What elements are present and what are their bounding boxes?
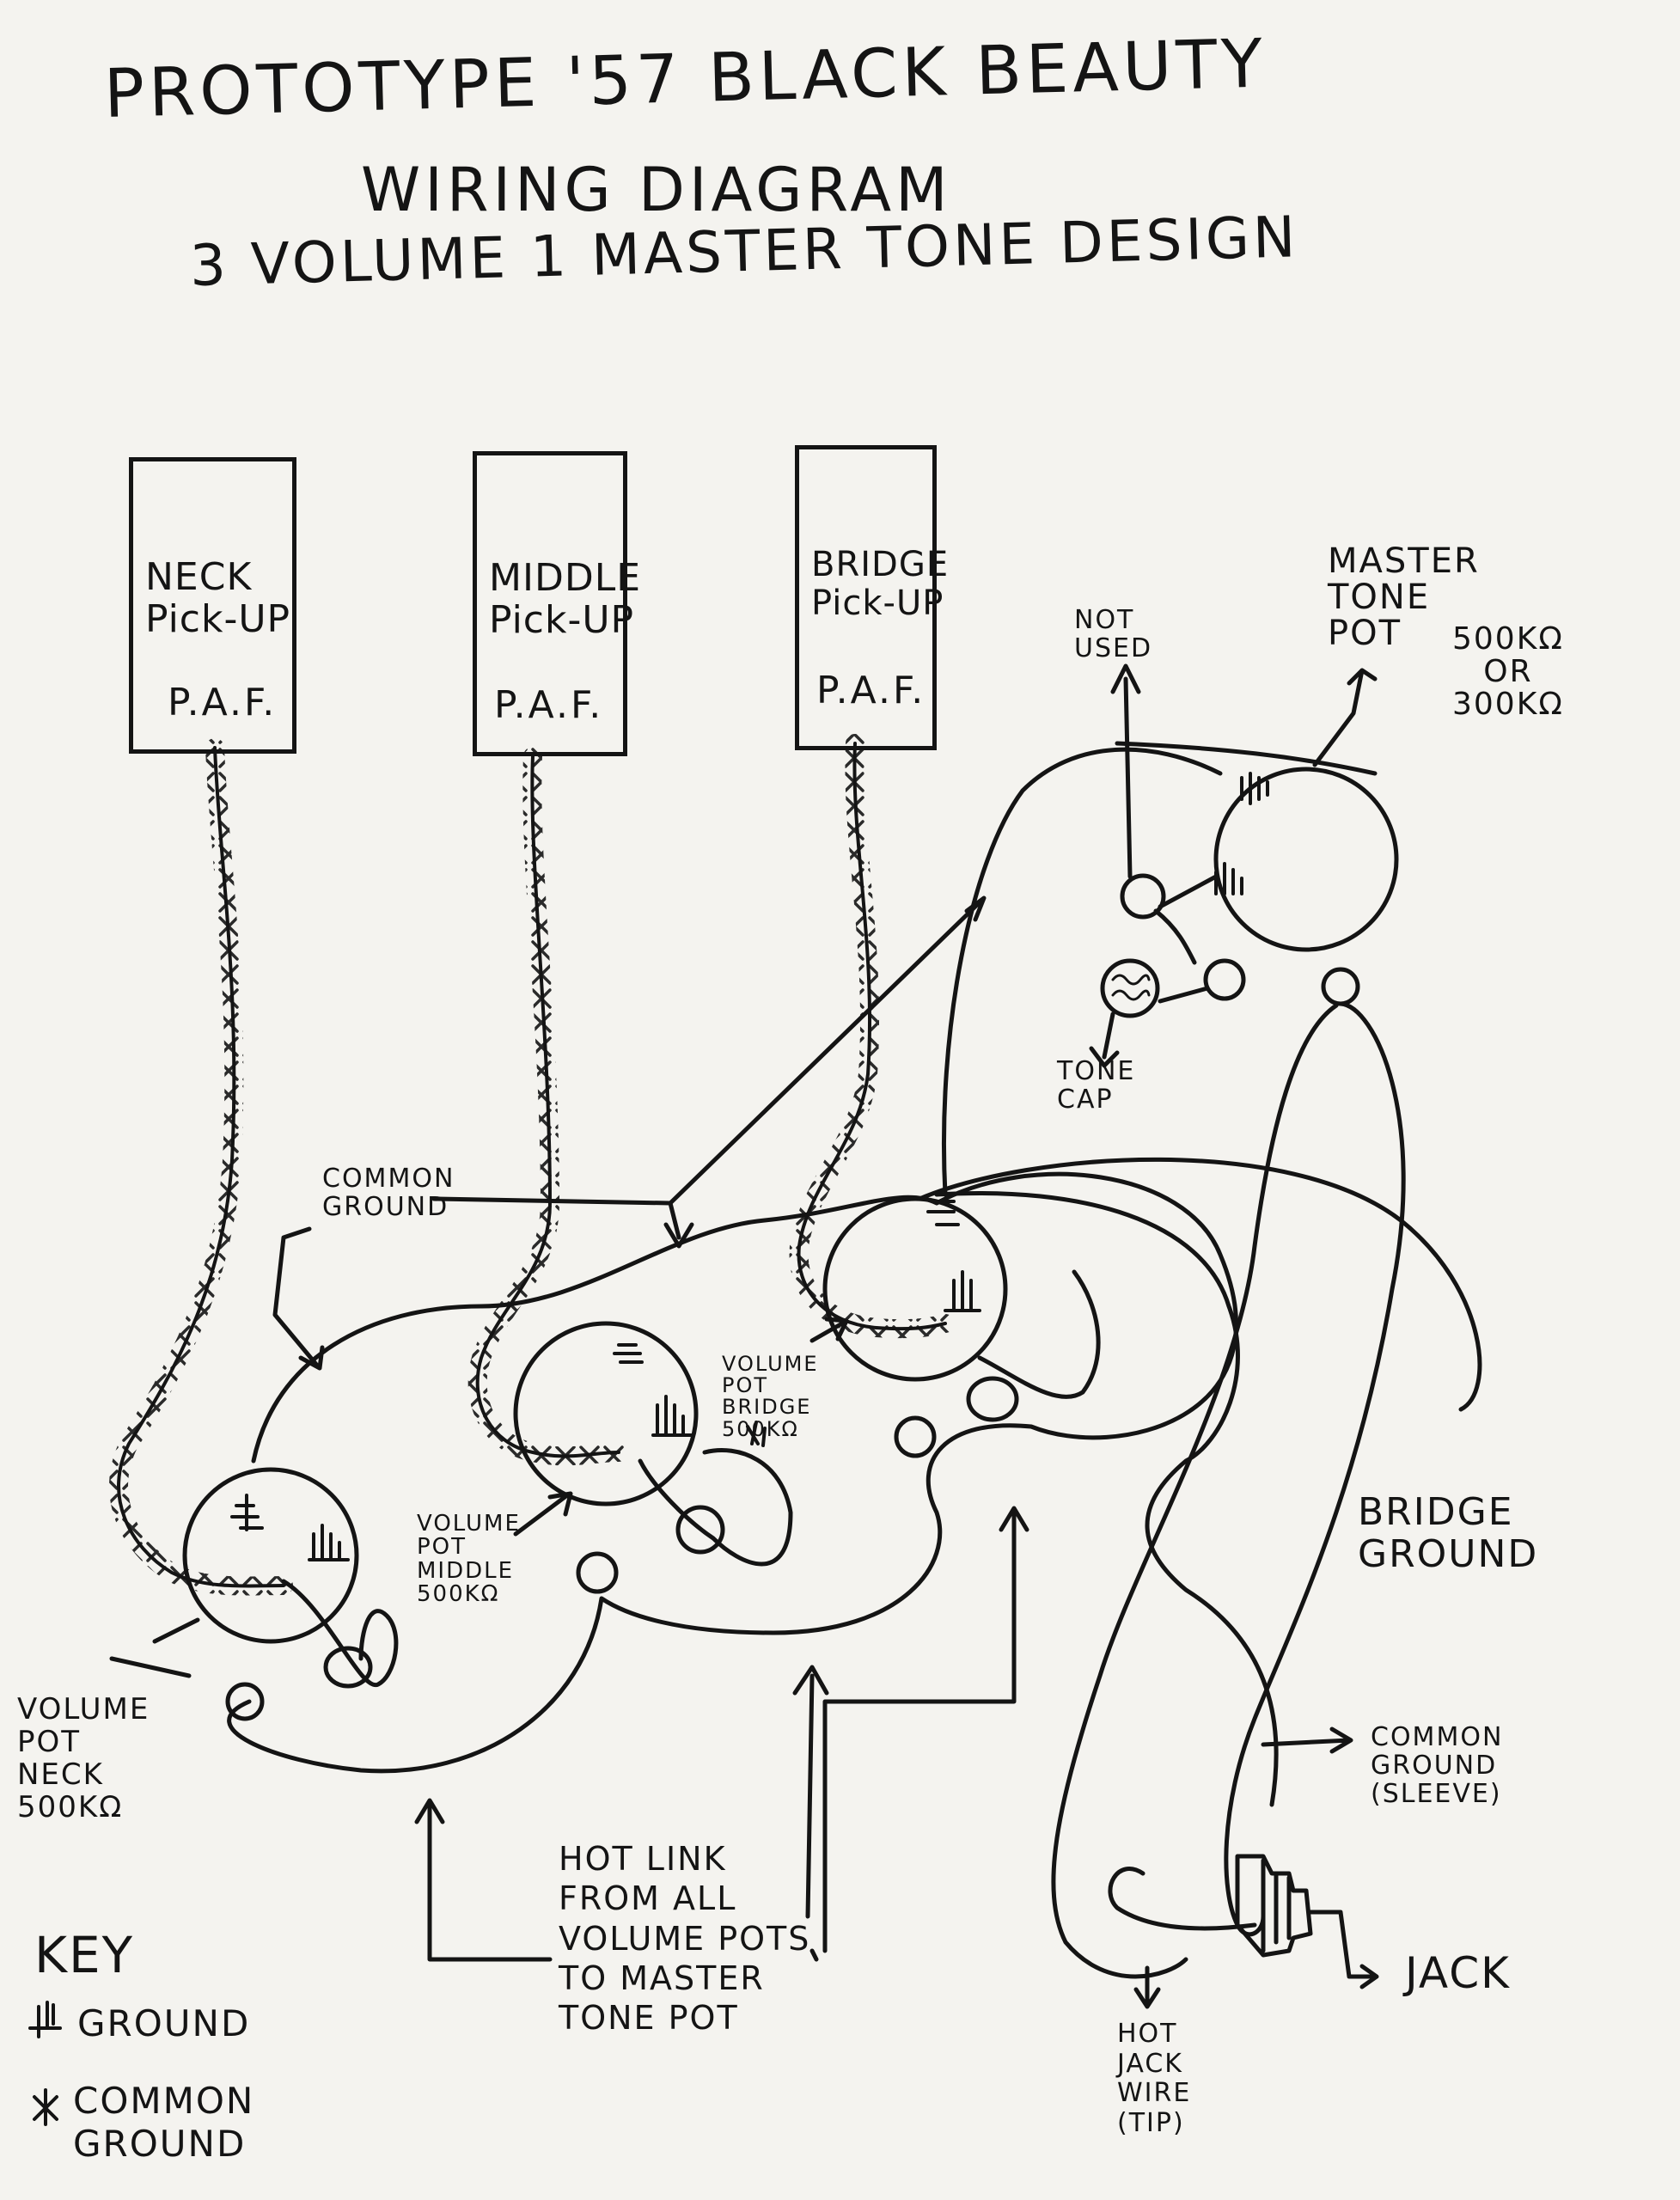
volume-pot-middle-label: VOLUME POT MIDDLE 500KΩ [417,1511,521,1607]
common-ground-loop [227,1171,1238,1774]
master-tone-pot-values: 500KΩ OR 300KΩ [1452,621,1564,722]
master-tone-pot-label: MASTER TONE POT [1328,541,1480,653]
tone-pot-lug-right [1203,958,1246,1001]
bridge-pickup-type: P.A.F. [816,669,926,712]
middle-pickup-braided-lead [467,747,628,1466]
middle-pot-lug [576,1551,619,1594]
bridge-pickup-braided-lead [789,734,955,1339]
neck-pot-output-lug [323,1646,373,1689]
middle-volume-pot [513,1321,699,1506]
neck-pickup-label: NECK Pick-UP [145,555,291,642]
jack-label: JACK [1405,1948,1511,1998]
bridge-volume-pot [822,1196,1008,1382]
volume-pot-neck-label: VOLUME POT NECK 500KΩ [17,1692,150,1825]
volume-pot-bridge-label: VOLUME POT BRIDGE 500KΩ [722,1352,819,1441]
neck-volume-pot [182,1467,359,1644]
middle-pot-output-lug [675,1505,725,1555]
hot-link-wire [414,1506,1029,1962]
bridge-pickup-label: BRIDGE Pick-UP [811,545,950,623]
neck-pot-lug [225,1682,265,1721]
neck-pickup: NECK Pick-UP P.A.F. [129,457,296,754]
middle-pickup-type: P.A.F. [494,683,604,727]
master-tone-pot [1213,767,1399,952]
bridge-pot-lug [894,1415,937,1458]
bridge-ground-label: BRIDGE GROUND [1358,1490,1539,1577]
middle-pickup: MIDDLE Pick-UP P.A.F. [473,451,640,756]
common-ground-label: COMMON GROUND [322,1164,455,1222]
output-jack [1108,1854,1379,1989]
key-common-ground-label: COMMON GROUND [73,2080,255,2166]
tone-cap [1100,958,1160,1018]
hot-link-label: HOT LINK FROM ALL VOLUME POTS TO MASTER … [559,1840,811,2038]
common-ground-sleeve-label: COMMON GROUND (SLEEVE) [1371,1722,1504,1809]
tone-cap-label: TONE CAP [1057,1056,1136,1115]
neck-pickup-braided-lead [109,738,293,1596]
tone-pot-lug-left [1120,873,1166,920]
neck-pickup-type: P.A.F. [168,681,278,724]
bridge-pot-output-lug [966,1376,1019,1422]
middle-pickup-label: MIDDLE Pick-UP [489,556,642,643]
diagram-subtitle: WIRING DIAGRAM [361,155,952,225]
key-heading: KEY [34,1926,135,1984]
key-ground-label: GROUND [77,2002,251,2044]
bridge-pickup: BRIDGE Pick-UP P.A.F. [795,445,948,750]
not-used-label: NOT USED [1074,605,1153,663]
tone-pot-lug-bottom [1321,967,1360,1006]
ground-marks [230,772,1269,1561]
hot-jack-wire-label: HOT JACK WIRE (TIP) [1117,2019,1192,2138]
